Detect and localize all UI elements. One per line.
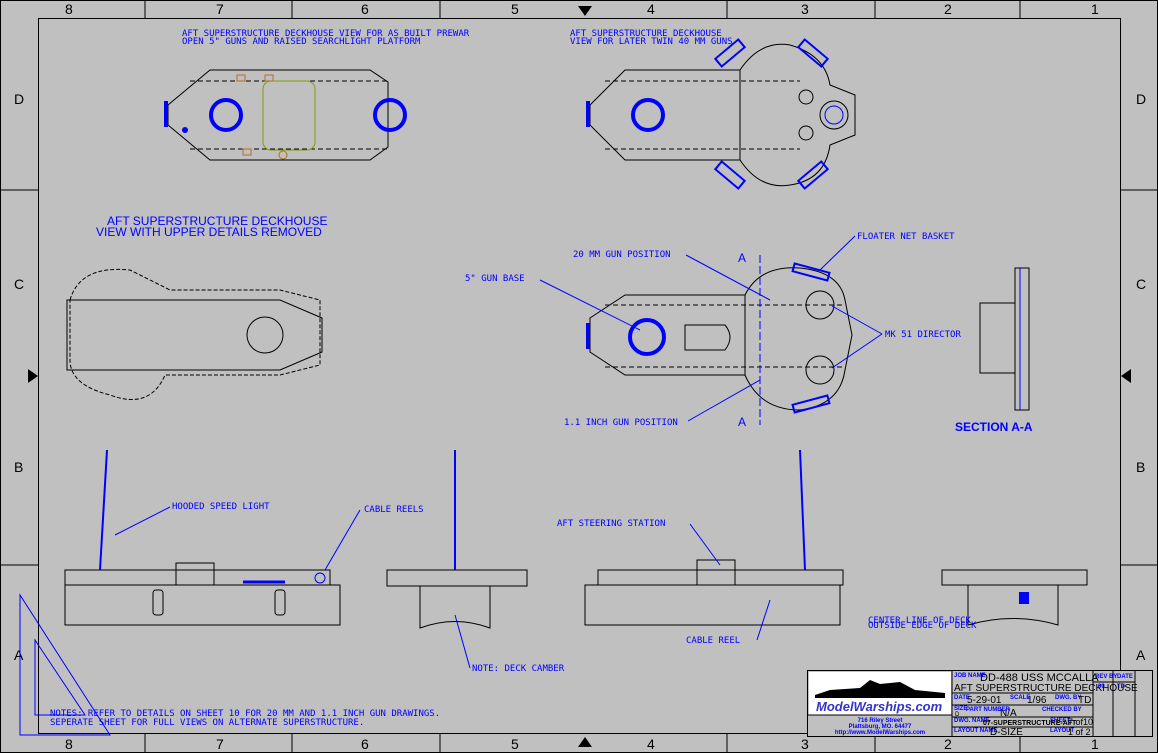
checked-label-text: CHECKED BY bbox=[1042, 707, 1082, 713]
rev-by-label-text: REV BY bbox=[1095, 674, 1117, 680]
date-col-label-text: DATE bbox=[1117, 674, 1133, 680]
dwg-name-text: 07-SUPERSTRUCTURE-AFT bbox=[983, 720, 1077, 727]
rev-date-text: TD bbox=[1117, 684, 1126, 690]
ship-silhouette bbox=[815, 680, 945, 698]
camber-text: NOTE: DECK CAMBER bbox=[472, 664, 565, 674]
center-arrow-bottom bbox=[578, 737, 592, 747]
removed-title-2-text: VIEW WITH UPPER DETAILS REMOVED bbox=[96, 225, 322, 239]
address-2-text: Plattsburg, MO. 64477 bbox=[849, 724, 912, 730]
2-text: 6 bbox=[361, 1, 369, 17]
later-title-2-text: VIEW FOR LATER TWIN 40 MM GUNS bbox=[570, 37, 733, 47]
scale-label-text: SCALE bbox=[1010, 695, 1030, 701]
steering-text: AFT STEERING STATION bbox=[557, 519, 665, 529]
0-text: 8 bbox=[65, 1, 73, 17]
section-a-a: SECTION A-A bbox=[955, 267, 1033, 434]
0-text: D bbox=[1136, 91, 1146, 107]
side-elevation-left: HOODED SPEED LIGHT CABLE REELS bbox=[64, 449, 424, 626]
0-text: 8 bbox=[65, 736, 73, 752]
subtitle-text: AFT SUPERSTRUCTURE DECKHOUSE bbox=[954, 683, 1138, 694]
center-arrow-right bbox=[1121, 369, 1131, 383]
part-text: N/A bbox=[1000, 708, 1017, 719]
7-text: 1 bbox=[1091, 1, 1099, 17]
5-text: 3 bbox=[801, 736, 809, 752]
removed-title-1-text: AFT SUPERSTRUCTURE DECKHOUSE bbox=[107, 214, 327, 228]
prewar-title-2-text: OPEN 5" GUNS AND RAISED SEARCHLIGHT PLAT… bbox=[182, 37, 421, 47]
later-title-1-text: AFT SUPERSTRUCTURE DECKHOUSE bbox=[570, 29, 722, 39]
3-text: A bbox=[14, 647, 24, 663]
end-elevation-center: NOTE: DECK CAMBER bbox=[386, 450, 565, 674]
gun20-text: 20 MM GUN POSITION bbox=[573, 250, 671, 260]
grid-labels: 8 7 6 5 4 3 2 1 8 7 6 5 4 3 2 1 D C B A D C B A bbox=[14, 1, 1146, 752]
section-text: SECTION A-A bbox=[955, 420, 1033, 434]
3-text: 5 bbox=[511, 1, 519, 17]
job-name-label-text: JOB NAME bbox=[954, 673, 986, 679]
0-text: D bbox=[14, 91, 24, 107]
line1-text: NOTES: REFER TO DETAILS ON SHEET 10 FOR … bbox=[50, 709, 440, 719]
end-elevation-right bbox=[941, 569, 1088, 626]
2-text: B bbox=[1136, 459, 1145, 475]
section-mark-text: A bbox=[738, 251, 746, 265]
job-name-text: DD-488 USS MCCALLA bbox=[980, 672, 1099, 684]
main-plan-view: A A FLOATER NET BASKET 20 MM GUN POSITIO… bbox=[465, 232, 961, 429]
centerline-1-text: CENTER LINE OF DECK bbox=[868, 616, 972, 626]
center-arrow-top bbox=[578, 6, 592, 16]
3-text: 5 bbox=[511, 736, 519, 752]
5-text: 3 bbox=[801, 1, 809, 17]
floater-text: FLOATER NET BASKET bbox=[857, 232, 955, 242]
layout-name-text: D-SIZE bbox=[990, 727, 1023, 738]
drafting-triangle bbox=[19, 593, 111, 736]
removed-details-view: AFT SUPERSTRUCTURE DECKHOUSE VIEW WITH U… bbox=[66, 214, 327, 400]
side-elevation-right: AFT STEERING STATION CABLE REEL CENTER L… bbox=[557, 449, 977, 646]
drawn-label-text: DWG. BY bbox=[1055, 695, 1081, 701]
rev-by-text: 00 bbox=[1098, 684, 1105, 690]
6-text: 2 bbox=[944, 1, 952, 17]
gun5-text: 5" GUN BASE bbox=[465, 274, 525, 284]
date-label-text: DATE bbox=[954, 695, 970, 701]
sheet-label-text: SHEET bbox=[1050, 718, 1070, 724]
address-1-text: 716 Riley Street bbox=[858, 718, 903, 724]
later-deckhouse-view: AFT SUPERSTRUCTURE DECKHOUSE VIEW FOR LA… bbox=[570, 29, 856, 190]
scale-text: 1/96 bbox=[1027, 695, 1047, 706]
prewar-title-1-text: AFT SUPERSTRUCTURE DECKHOUSE VIEW FOR AS… bbox=[182, 29, 470, 39]
notes: NOTES: REFER TO DETAILS ON SHEET 10 FOR … bbox=[50, 709, 440, 728]
layout-label-text: LAYOUT bbox=[1050, 728, 1074, 734]
drawn-by-text: TD bbox=[1078, 695, 1091, 706]
7-text: 1 bbox=[1091, 736, 1099, 752]
center-arrow-left bbox=[28, 369, 38, 383]
size-label-text: SIZE bbox=[954, 706, 967, 712]
2-text: B bbox=[14, 459, 23, 475]
mk51-text: MK 51 DIRECTOR bbox=[885, 330, 961, 340]
title-block: ModelWarships.com 716 Riley Street Platt… bbox=[807, 670, 1153, 738]
6-text: 2 bbox=[944, 736, 952, 752]
2-text: 6 bbox=[361, 736, 369, 752]
cable-reel-text: CABLE REEL bbox=[686, 636, 740, 646]
4-text: 4 bbox=[647, 1, 655, 17]
centerline-2-text: OUTSIDE EDGE OF DECK bbox=[868, 621, 977, 631]
1-text: 7 bbox=[216, 1, 224, 17]
gun11-text: 1.1 INCH GUN POSITION bbox=[564, 418, 678, 428]
sheet-text: 7 of10 bbox=[1068, 717, 1093, 727]
1-text: 7 bbox=[216, 736, 224, 752]
address-3-text: http://www.ModelWarships.com bbox=[835, 730, 925, 736]
layout-name-label-text: LAYOUT NAME bbox=[954, 728, 997, 734]
1-text: C bbox=[1136, 276, 1146, 292]
date-text: 5-29-01 bbox=[967, 695, 1002, 706]
dwg-name-label-text: DWG. NAME bbox=[954, 718, 990, 724]
section-mark-text: A bbox=[738, 415, 746, 429]
prewar-deckhouse-view: AFT SUPERSTRUCTURE DECKHOUSE VIEW FOR AS… bbox=[164, 29, 470, 161]
4-text: 4 bbox=[647, 736, 655, 752]
speed-light-text: HOODED SPEED LIGHT bbox=[172, 502, 270, 512]
layout-text: 1 of 2 bbox=[1068, 727, 1091, 737]
size-text: D bbox=[955, 712, 960, 718]
part-label-text: PART NUMBER bbox=[966, 707, 1011, 713]
line2-text: SEPERATE SHEET FOR FULL VIEWS ON ALTERNA… bbox=[50, 718, 364, 728]
logo-text: ModelWarships.com bbox=[816, 699, 943, 714]
1-text: C bbox=[14, 276, 24, 292]
cable-reels-text: CABLE REELS bbox=[364, 505, 424, 515]
3-text: A bbox=[1136, 647, 1146, 663]
